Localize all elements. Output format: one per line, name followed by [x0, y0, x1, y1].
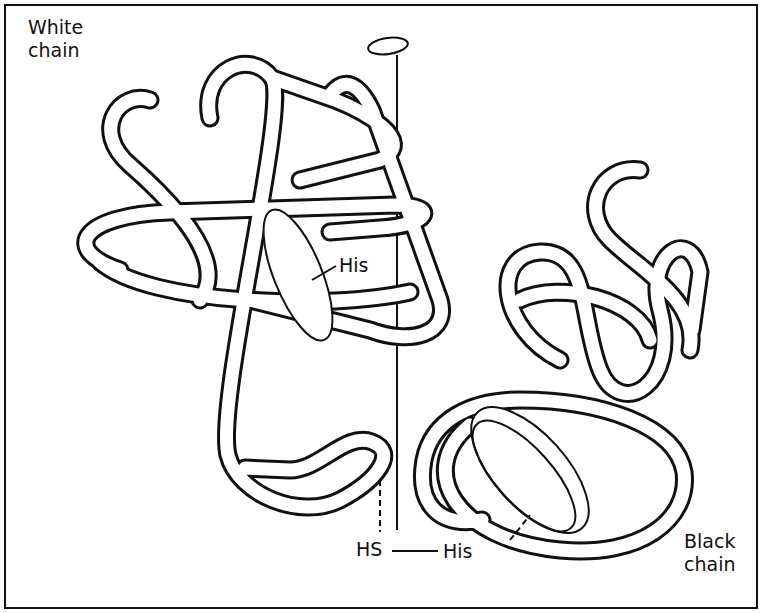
leader-line: [392, 550, 438, 552]
leader-line: [510, 515, 530, 540]
dashed-bond: [379, 480, 381, 532]
heme-disc: [250, 201, 347, 349]
residue-label: His: [337, 254, 370, 277]
chain-name: White chain: [26, 16, 92, 62]
residue-label: HS: [354, 538, 384, 561]
residue-label: His: [441, 540, 474, 563]
heme-disc: [451, 388, 609, 552]
black-chain-tube: [422, 170, 700, 551]
chain-name: Black chain: [682, 530, 748, 576]
leader-line: [312, 266, 336, 280]
heme-disc-rim: [456, 405, 591, 547]
white-chain-tube: [86, 64, 442, 507]
frame: [5, 5, 757, 608]
axis-symbol: [367, 35, 409, 56]
